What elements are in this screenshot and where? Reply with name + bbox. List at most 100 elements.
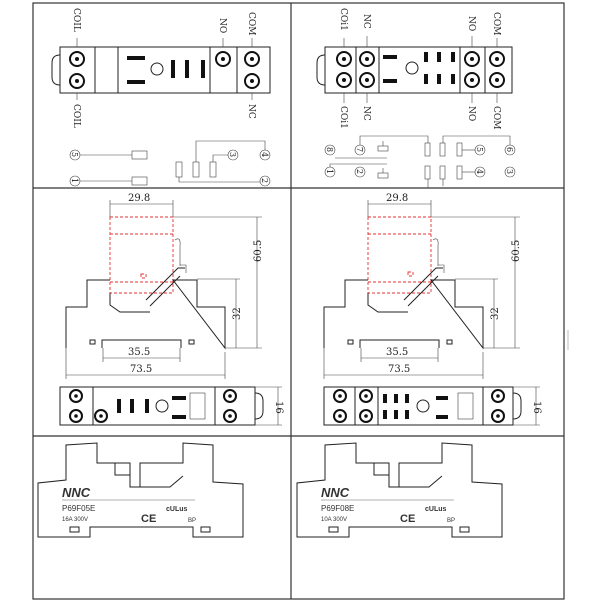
terminal-label-coil: COIL — [71, 8, 81, 32]
pin-slot — [171, 60, 175, 78]
pin-number: 3 — [228, 152, 237, 157]
dimension-base-height: 32 — [490, 307, 501, 320]
socket-5pin-label-view: NNC P69F05E 16A 300V CE cULus BP — [37, 442, 244, 538]
brand-logo: NNC — [62, 485, 91, 500]
model-number: P69F05E — [62, 504, 95, 513]
model-number: P69F08E — [321, 504, 354, 513]
pin-slot — [424, 74, 428, 84]
screw-terminal — [223, 409, 237, 423]
screw-terminal — [359, 72, 375, 88]
pin-slot — [383, 55, 397, 59]
socket-5pin-dimensions: 29.8 60.5 32 35.5 73.5 — [65, 193, 264, 379]
pin-slot — [127, 56, 145, 60]
pin-number: 2 — [260, 178, 269, 183]
socket-8pin-bottom-view: 16 — [323, 386, 542, 426]
terminal-label-coil: COIL — [71, 104, 81, 128]
pin-number: 5 — [475, 147, 484, 152]
pin-slot — [424, 52, 428, 62]
terminal-label-nc: NC — [361, 14, 371, 29]
rating: 10A 300V — [321, 517, 347, 523]
screw-terminal — [359, 409, 373, 423]
screw-terminal — [69, 409, 83, 423]
screw-terminal — [94, 409, 108, 423]
dimension-base-height: 32 — [232, 307, 243, 320]
pin-slot — [383, 79, 397, 83]
pin-slot — [127, 80, 145, 84]
pin-number: 1 — [70, 178, 79, 183]
terminal-label-nc: NC — [246, 104, 256, 119]
terminal-label-com: COM — [246, 12, 256, 35]
pin-slot — [451, 52, 455, 62]
terminal-label-com: COM — [491, 106, 501, 129]
screw-terminal — [336, 72, 352, 88]
pin-slot — [437, 52, 441, 62]
screw-terminal — [333, 409, 347, 423]
socket-5pin-bottom-view: 16 — [59, 386, 284, 426]
dimension-length: 73.5 — [388, 364, 410, 375]
terminal-label-no: NO — [466, 16, 476, 31]
terminal-label-coil: COi1 — [338, 106, 348, 129]
screw-terminal — [359, 389, 373, 403]
pin-number: 4 — [260, 152, 269, 157]
socket-8pin-wiring-diagram: 8 7 1 2 5 4 6 3 — [324, 135, 516, 188]
screw-terminal — [489, 72, 505, 88]
socket-5pin-wiring-diagram: 5 1 4 3 2 — [69, 140, 271, 187]
pin-slot — [451, 74, 455, 84]
pin-slot — [437, 74, 441, 84]
ce-mark: CE — [141, 513, 156, 525]
pin-number: 7 — [355, 147, 364, 152]
screw-terminal — [69, 51, 85, 67]
terminal-label-com: COM — [491, 12, 501, 35]
terminal-label-no: NO — [466, 106, 476, 121]
pin-slot — [185, 60, 189, 78]
dimension-height: 60.5 — [253, 240, 264, 262]
dimension-length: 73.5 — [130, 364, 152, 375]
screw-terminal — [464, 72, 480, 88]
screw-terminal — [215, 51, 231, 67]
socket-5pin-top-view: COIL NO COM COIL NC — [51, 8, 271, 128]
screw-terminal — [223, 389, 237, 403]
screw-terminal — [336, 51, 352, 67]
code-mark: BP — [447, 518, 455, 524]
socket-8pin-side-view — [323, 216, 484, 350]
ul-mark: cULus — [166, 506, 188, 513]
socket-8pin-dimensions: 29.8 60.5 32 35.5 73.5 — [323, 193, 522, 379]
pin-number: 2 — [355, 169, 364, 174]
pin-number: 3 — [505, 169, 514, 174]
screw-terminal — [491, 389, 505, 403]
socket-8pin-top-view: COi1 NC NO COM COi1 NC NO COM — [316, 8, 513, 129]
screw-terminal — [69, 73, 85, 89]
pin-number: 4 — [475, 169, 484, 174]
dimension-width: 29.8 — [386, 193, 408, 204]
socket-5pin-side-view — [65, 216, 226, 350]
ul-mark: cULus — [425, 506, 447, 513]
screw-terminal — [464, 51, 480, 67]
pin-number: 6 — [505, 147, 514, 152]
socket-8pin-label-view: NNC P69F08E 10A 300V CE cULus BP — [296, 442, 503, 538]
screw-terminal — [333, 389, 347, 403]
terminal-label-no: NO — [217, 18, 227, 33]
screw-terminal — [489, 51, 505, 67]
pin-slot — [201, 60, 205, 78]
ce-mark: CE — [400, 513, 415, 525]
dimension-rail: 35.5 — [128, 347, 150, 358]
dimension-depth: 16 — [531, 401, 542, 414]
pin-number: 1 — [325, 169, 334, 174]
dimension-width: 29.8 — [128, 193, 150, 204]
terminal-label-nc: NC — [361, 106, 371, 121]
screw-terminal — [491, 409, 505, 423]
brand-logo: NNC — [321, 485, 350, 500]
screw-terminal — [69, 389, 83, 403]
pin-number: 5 — [70, 152, 79, 157]
pin-number: 8 — [325, 147, 334, 152]
screw-terminal — [359, 51, 375, 67]
frame — [32, 2, 569, 600]
screw-terminal — [244, 51, 260, 67]
rating: 16A 300V — [62, 517, 88, 523]
dimension-rail: 35.5 — [386, 347, 408, 358]
code-mark: BP — [188, 518, 196, 524]
dimension-height: 60.5 — [511, 240, 522, 262]
dimension-depth: 16 — [273, 401, 284, 414]
terminal-label-coil: COi1 — [338, 8, 348, 31]
